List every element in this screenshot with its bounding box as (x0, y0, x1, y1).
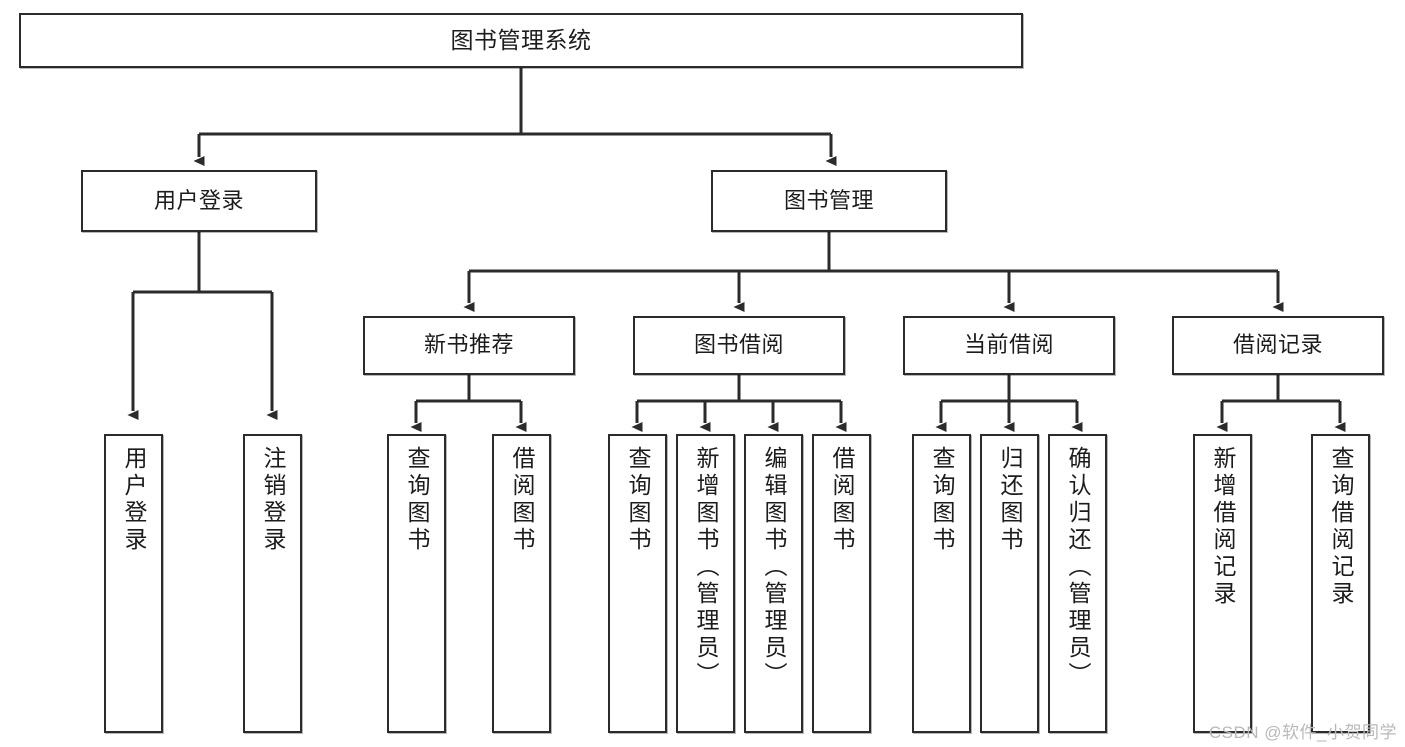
node-leaf-query-record[interactable]: 查询借阅记录 (1311, 434, 1370, 733)
node-leaf-add-record[interactable]: 新增借阅记录 (1193, 434, 1252, 733)
node-label: 新书推荐 (423, 332, 514, 358)
node-label: 查询图书 (929, 446, 955, 554)
node-leaf-confirm-return[interactable]: 确认归还（管理员） (1048, 434, 1107, 733)
node-borrow-record[interactable]: 借阅记录 (1172, 316, 1384, 375)
node-label: 用户登录 (153, 187, 244, 213)
node-label: 查询图书 (404, 446, 430, 554)
node-label: 借阅记录 (1232, 332, 1323, 358)
node-label: 查询图书 (625, 446, 651, 554)
node-user-login[interactable]: 用户登录 (81, 170, 317, 232)
node-label: 图书管理系统 (450, 26, 592, 53)
node-leaf-borrow-book-1[interactable]: 借阅图书 (492, 434, 551, 733)
node-book-management[interactable]: 图书管理 (711, 170, 947, 232)
node-leaf-query-book-3[interactable]: 查询图书 (912, 434, 971, 733)
node-label: 借阅图书 (829, 446, 855, 554)
node-label: 当前借阅 (963, 332, 1054, 358)
node-label: 图书管理 (783, 187, 874, 213)
node-leaf-user-login[interactable]: 用户登录 (104, 434, 163, 733)
node-new-book-recommend[interactable]: 新书推荐 (363, 316, 575, 375)
node-leaf-return-book[interactable]: 归还图书 (980, 434, 1039, 733)
node-current-borrow[interactable]: 当前借阅 (903, 316, 1115, 375)
node-leaf-borrow-book-2[interactable]: 借阅图书 (812, 434, 871, 733)
node-label: 编辑图书（管理员） (761, 446, 787, 689)
node-leaf-edit-book[interactable]: 编辑图书（管理员） (744, 434, 803, 733)
csdn-watermark: CSDN @软件_小贺同学 (1208, 723, 1397, 742)
node-label: 新增图书（管理员） (693, 446, 719, 689)
node-book-borrow[interactable]: 图书借阅 (633, 316, 845, 375)
node-label: 注销登录 (260, 446, 286, 554)
node-leaf-query-book-1[interactable]: 查询图书 (387, 434, 446, 733)
node-label: 用户登录 (121, 446, 147, 554)
node-root-book-management-system[interactable]: 图书管理系统 (19, 13, 1023, 68)
node-label: 查询借阅记录 (1328, 446, 1354, 608)
node-leaf-add-book[interactable]: 新增图书（管理员） (676, 434, 735, 733)
node-label: 借阅图书 (509, 446, 535, 554)
node-label: 确认归还（管理员） (1065, 446, 1091, 689)
node-label: 归还图书 (997, 446, 1023, 554)
node-label: 图书借阅 (693, 332, 784, 358)
node-leaf-query-book-2[interactable]: 查询图书 (608, 434, 667, 733)
node-label: 新增借阅记录 (1210, 446, 1236, 608)
node-leaf-logout-login[interactable]: 注销登录 (243, 434, 302, 733)
